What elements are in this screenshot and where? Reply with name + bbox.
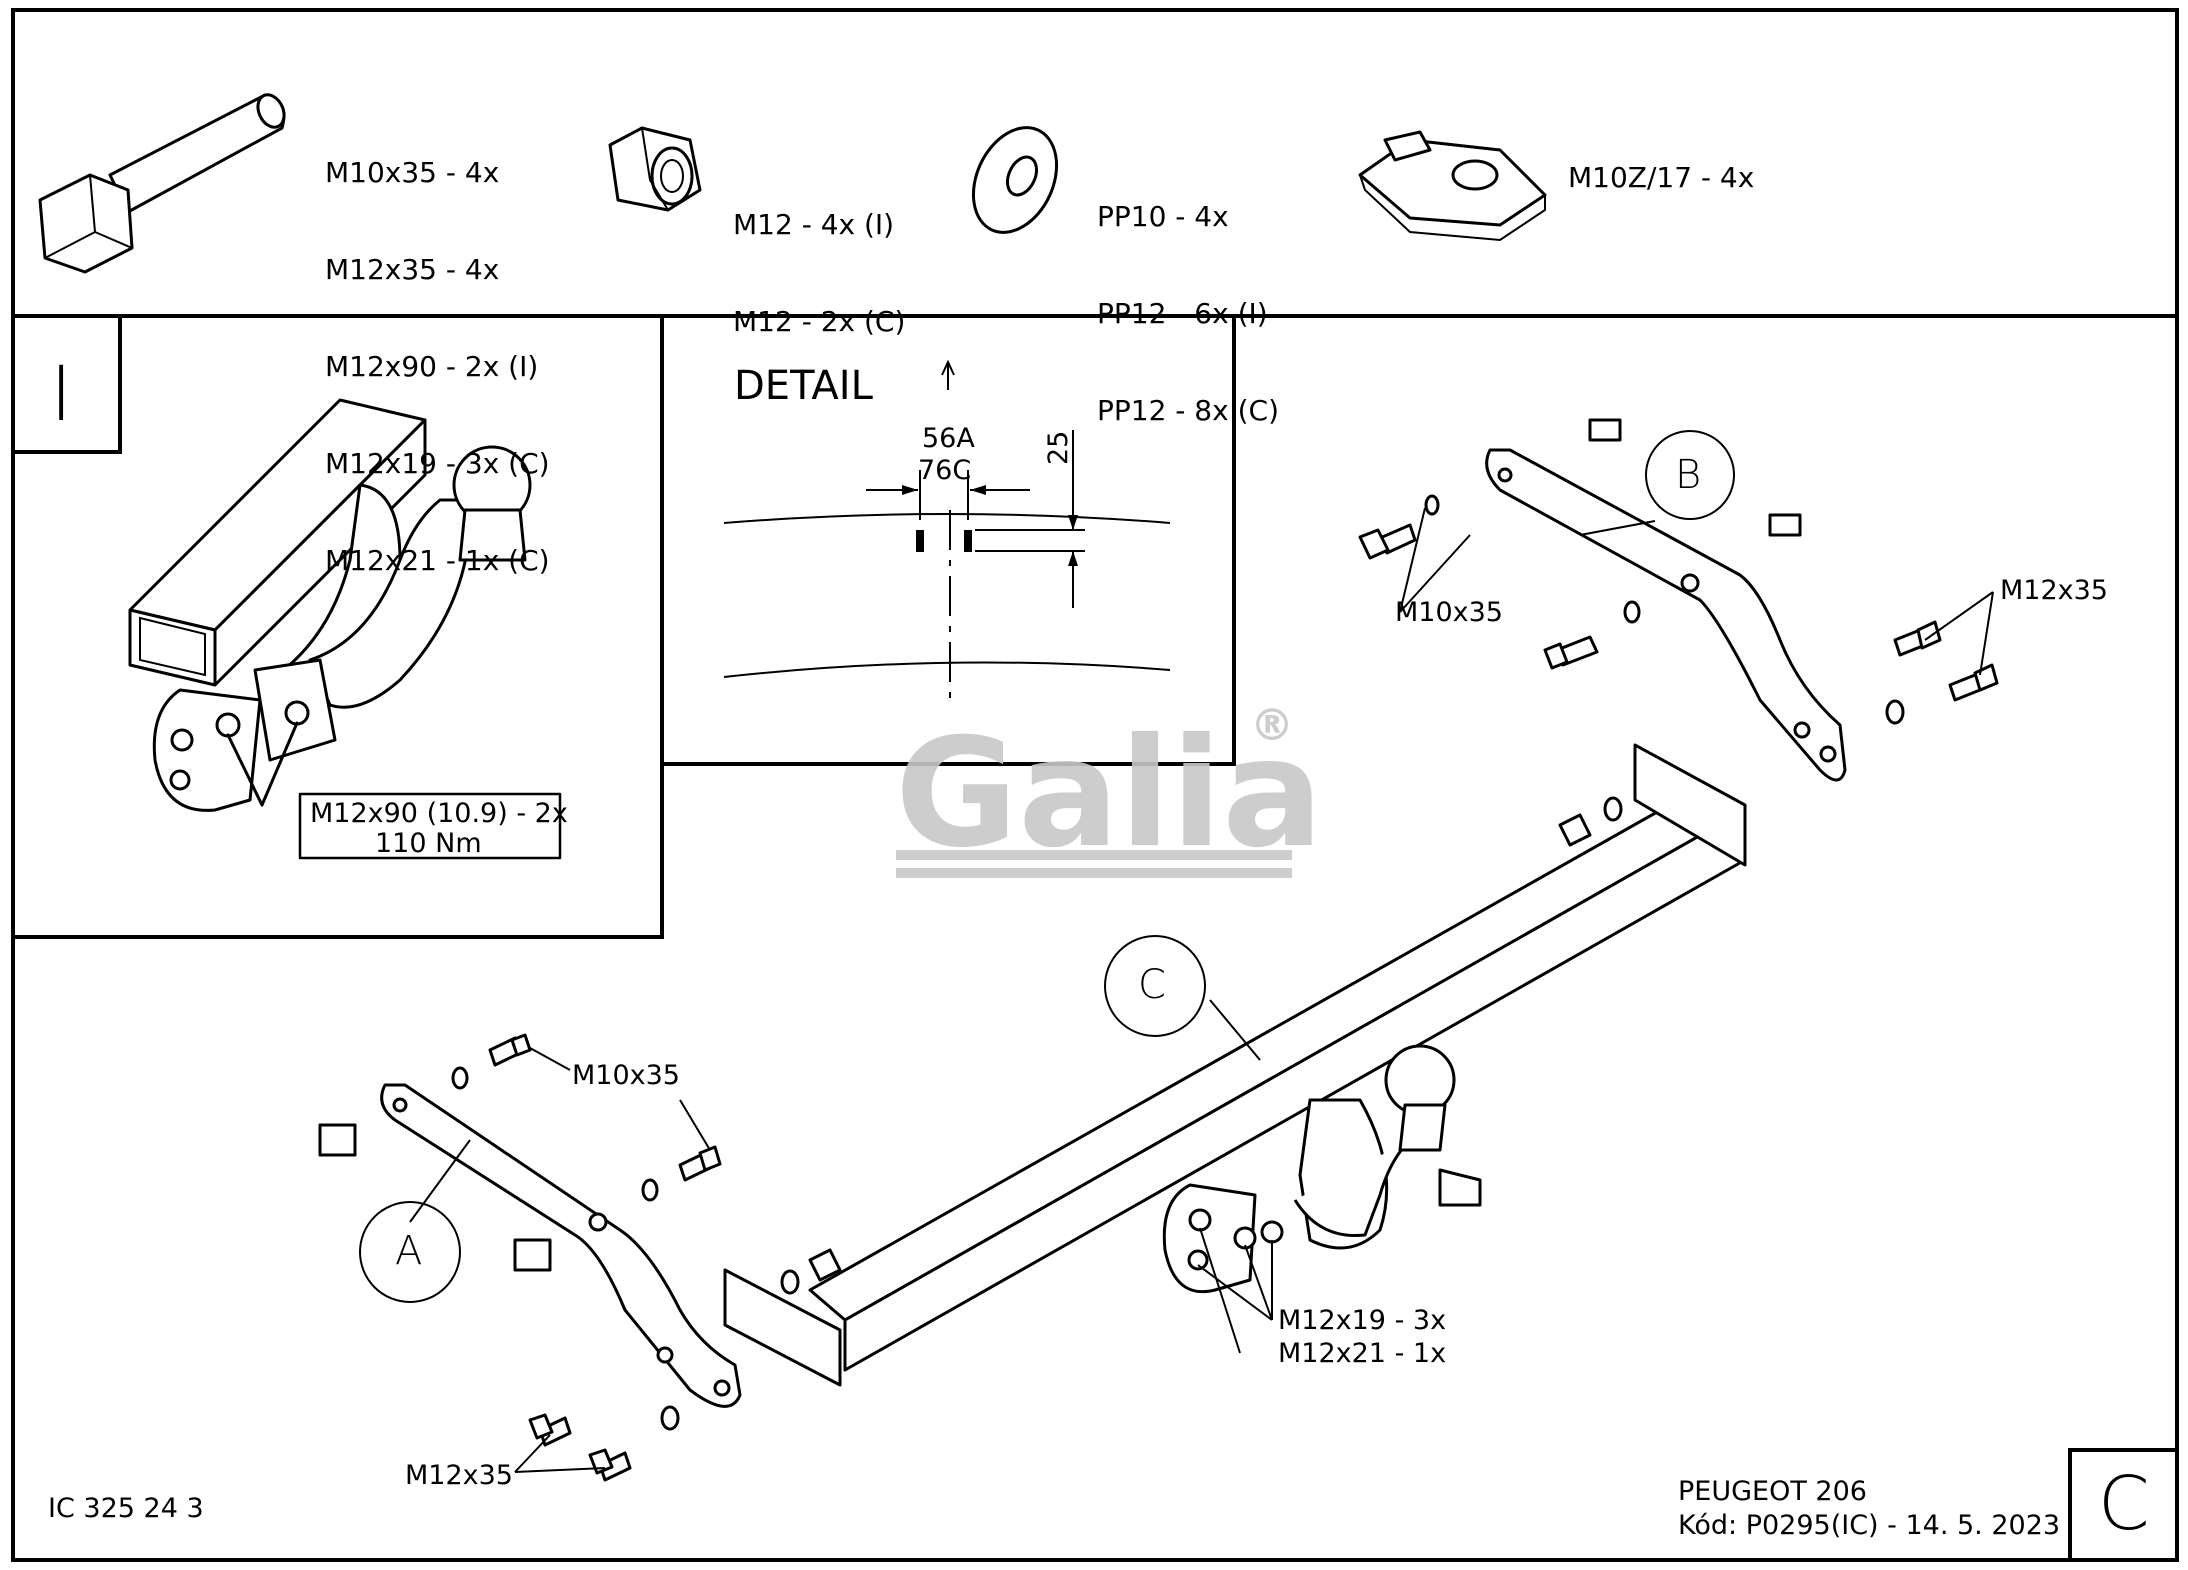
panel-i-label-box	[11, 314, 122, 454]
washers-item: PP12 - 6x (I)	[1097, 297, 1268, 331]
vehicle-name: PEUGEOT 206	[1678, 1476, 1867, 1507]
bolts-item: M12x35 - 4x	[325, 253, 500, 287]
bracket-a	[380, 1083, 742, 1408]
kod-date: Kód: P0295(IC) - 14. 5. 2023	[1678, 1510, 2061, 1541]
callout-c-label: C	[1138, 962, 1166, 1008]
variant-letter: C	[2098, 1461, 2150, 1547]
torque-line-1: M12x90 (10.9) - 2x	[310, 798, 568, 829]
bolts-item: M10x35 - 4x	[325, 156, 500, 190]
callout-a-label: A	[395, 1228, 423, 1274]
panel-i-tube	[128, 398, 427, 687]
nuts-item: M12 - 2x (C)	[733, 305, 906, 339]
washers-list: PP10 - 4x PP12 - 6x (I) PP12 - 8x (C)	[1097, 137, 1279, 460]
bolt-icon	[38, 93, 286, 274]
hook-bolt-label-1: M12x19 - 3x	[1278, 1305, 1447, 1336]
cage-nut-icon	[1358, 130, 1547, 242]
bolts-list: M10x35 - 4x M12x35 - 4x M12x90 - 2x (I) …	[325, 93, 550, 609]
panel-i-torque-box	[298, 792, 562, 860]
galia-logo: Galia ®	[895, 700, 1323, 881]
galia-logo-reg: ®	[1250, 700, 1294, 751]
cross-tube	[723, 743, 1747, 1387]
variant-box	[2068, 1448, 2179, 1562]
callout-b-label: B	[1675, 452, 1702, 498]
washers-item: PP10 - 4x	[1097, 200, 1229, 234]
detail-dim-a: 56A	[922, 423, 975, 454]
washers-item: PP12 - 8x (C)	[1097, 394, 1279, 428]
detail-panel-border	[660, 314, 1236, 766]
bolts-item: M12x90 - 2x (I)	[325, 350, 539, 384]
nut-icon	[608, 126, 702, 212]
bolts-item: M12x21 - 1x (C)	[325, 543, 550, 577]
clip-label: M10Z/17 - 4x	[1568, 161, 1755, 194]
callout-c-circle	[1104, 935, 1206, 1037]
drawing-code: IC 325 24 3	[48, 1493, 204, 1524]
bracket-b-m10-label: M10x35	[1395, 597, 1503, 628]
bracket-b-m12-label: M12x35	[2000, 575, 2108, 606]
detail-geometry	[723, 359, 1171, 700]
panel-i-label: I	[50, 349, 73, 438]
leader-lines	[409, 507, 1994, 1473]
bracket-b	[1485, 448, 1847, 782]
fasteners	[318, 418, 1999, 1482]
nuts-list: M12 - 4x (I) M12 - 2x (C)	[733, 145, 905, 371]
detail-dim-c: 76C	[918, 455, 972, 486]
bracket-a-m10-label: M10x35	[572, 1060, 680, 1091]
callout-b-circle	[1645, 430, 1735, 520]
torque-line-2: 110 Nm	[375, 828, 482, 859]
main-hook	[1162, 1044, 1482, 1294]
detail-dim-v: 25	[1043, 430, 1074, 465]
bracket-a-m12-label: M12x35	[405, 1460, 513, 1491]
nuts-item: M12 - 4x (I)	[733, 208, 895, 242]
bolts-item: M12x19 - 3x (C)	[325, 446, 550, 480]
hook-bolt-label-2: M12x21 - 1x	[1278, 1338, 1447, 1369]
callout-a-circle	[359, 1201, 461, 1303]
panel-i-hook	[152, 445, 532, 812]
detail-title: DETAIL	[734, 363, 873, 409]
washer-icon	[971, 126, 1059, 234]
